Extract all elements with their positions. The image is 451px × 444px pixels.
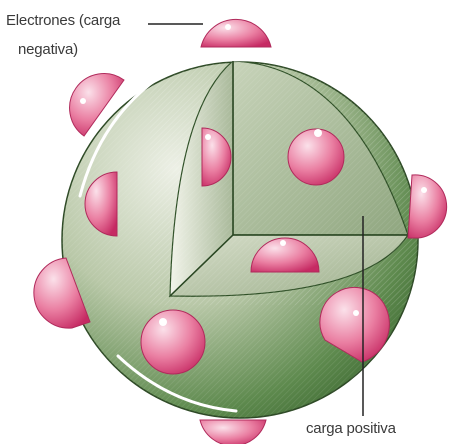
positive-charge-label: carga positiva [306, 420, 396, 437]
electrons-label-line1: Electrones (carga [6, 12, 120, 29]
electrons-label-line2: negativa) [18, 41, 78, 58]
electron-lower-left [141, 310, 205, 374]
electron-top [201, 19, 271, 47]
electron-bottom [200, 420, 266, 444]
electron-right-edge [408, 175, 447, 238]
electron-inner-center [288, 129, 344, 185]
